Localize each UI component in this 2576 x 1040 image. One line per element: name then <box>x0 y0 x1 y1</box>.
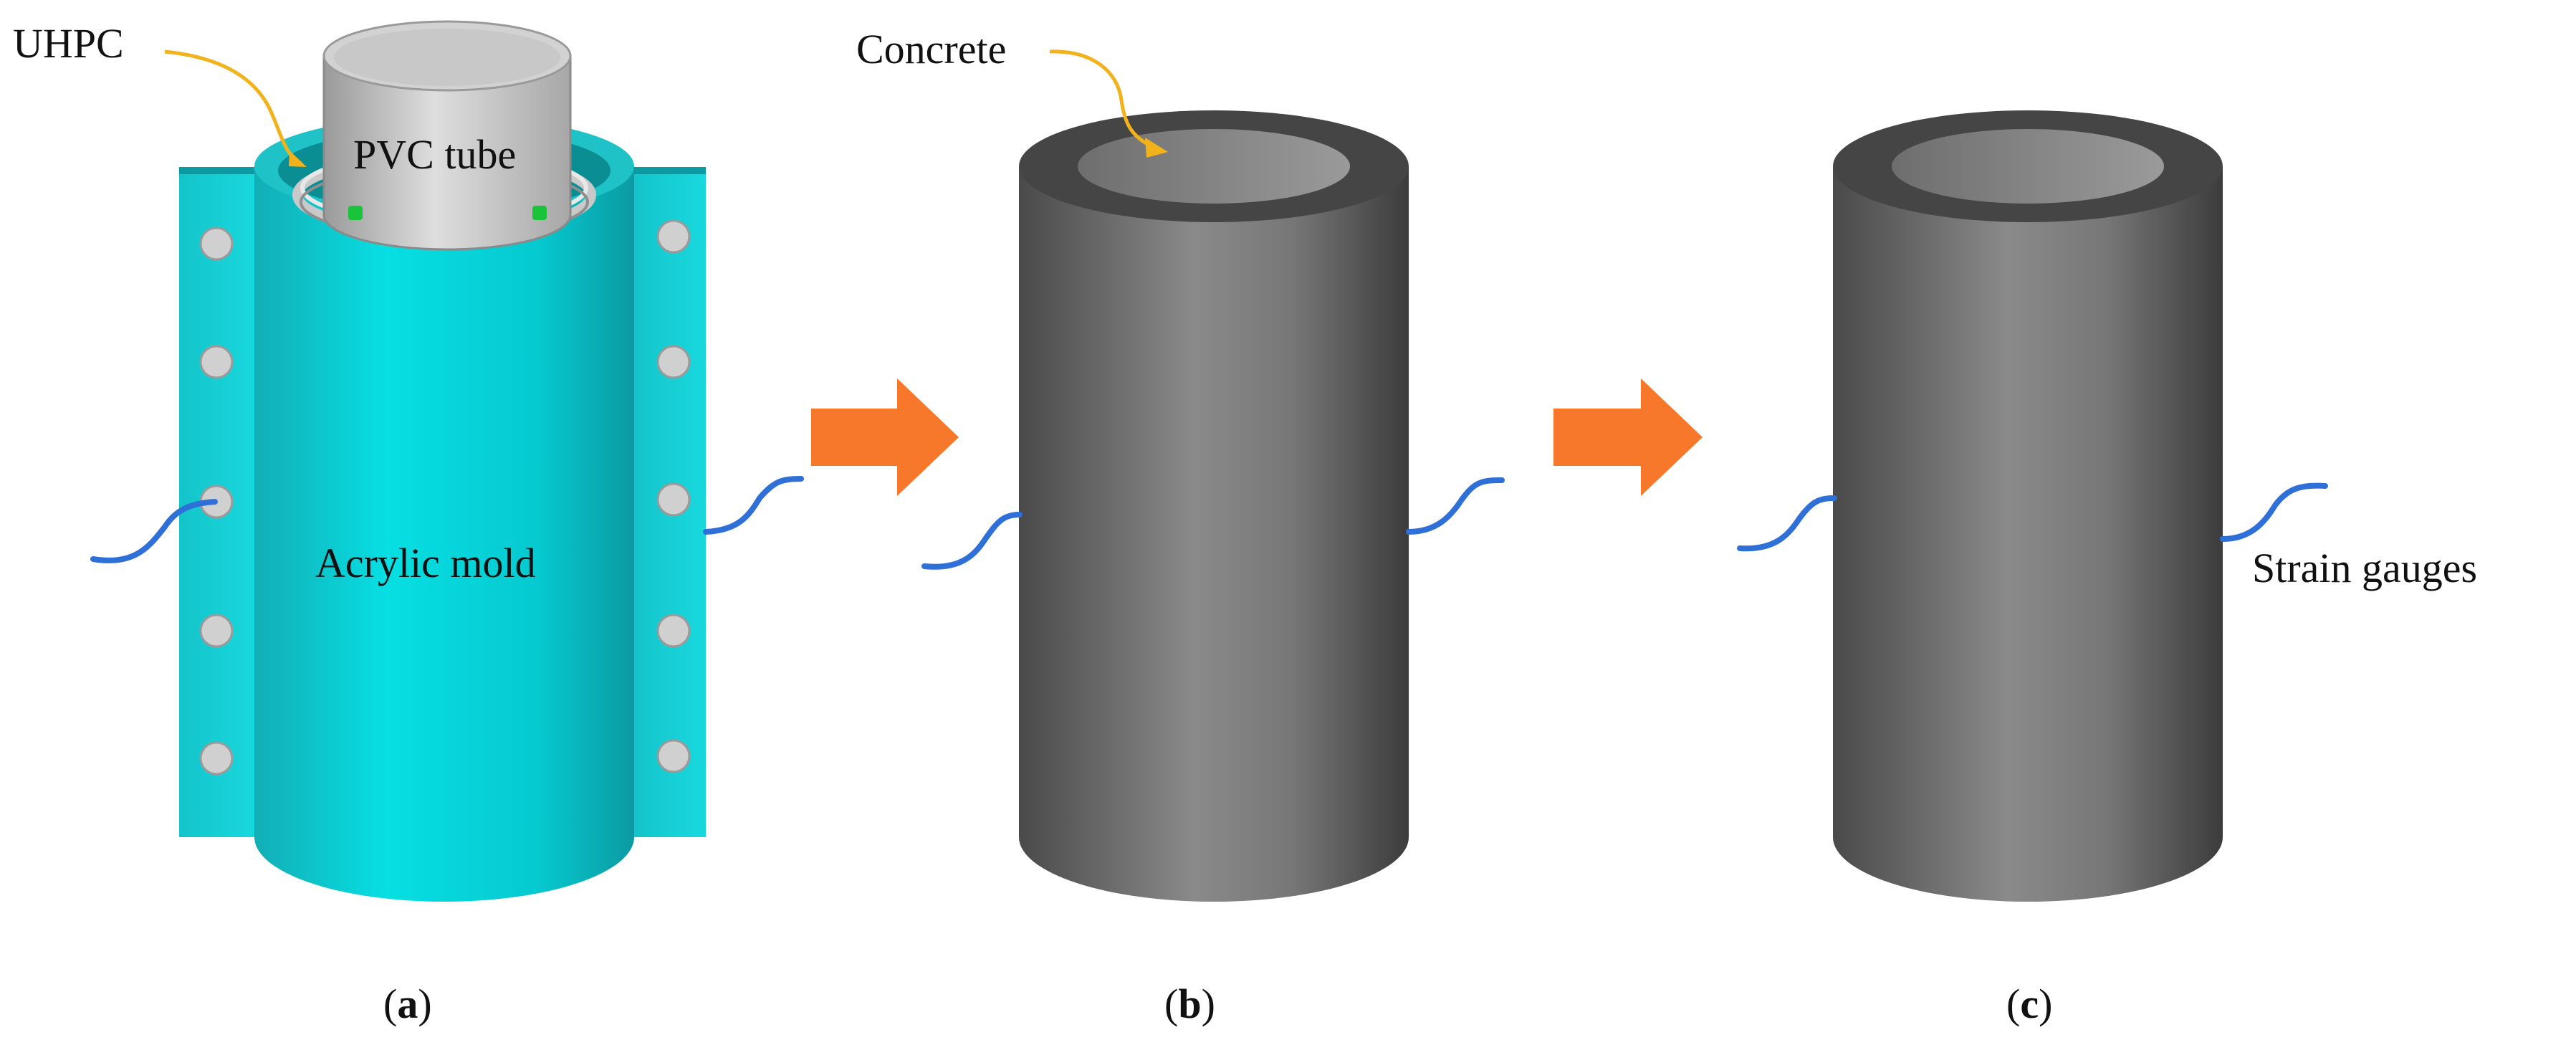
bolt-hole <box>656 739 691 773</box>
concrete-cylinder-b-body <box>1019 166 1409 902</box>
gauge-wire-left <box>90 499 218 563</box>
concrete-cylinder-b-hollow <box>1078 129 1350 204</box>
gauge-wire-c-right <box>2220 482 2328 542</box>
bolt-hole <box>656 345 691 379</box>
label-acrylic-mold: Acrylic mold <box>315 540 536 586</box>
caption-c-close: ) <box>2039 981 2052 1027</box>
uhpc-leader <box>164 49 302 166</box>
pvc-tube-top-inner <box>334 29 560 86</box>
process-arrow-1 <box>811 378 959 496</box>
bolt-hole <box>656 219 691 254</box>
bolt-hole <box>656 482 691 517</box>
caption-b-open: ( <box>1164 981 1178 1027</box>
label-pvc-tube: PVC tube <box>353 131 516 178</box>
caption-c: (c) <box>2006 981 2052 1027</box>
process-arrow-2 <box>1553 378 1703 496</box>
caption-a-close: ) <box>418 981 431 1027</box>
bolt-hole <box>199 345 234 379</box>
caption-a: (a) <box>383 981 432 1027</box>
concrete-leader-arrowhead <box>1145 138 1168 158</box>
caption-a-open: ( <box>383 981 397 1027</box>
acrylic-mold-body <box>254 166 634 902</box>
concrete-leader <box>1049 49 1154 149</box>
uhpc-leader-arrowhead <box>289 151 307 167</box>
caption-b-letter: b <box>1178 981 1201 1027</box>
panel-a: UHPC PVC tube Acrylic mold <box>13 20 804 902</box>
mold-left-flange-top <box>179 167 258 174</box>
panel-c: Strain gauges <box>1737 110 2477 902</box>
label-concrete: Concrete <box>856 26 1006 72</box>
caption-b: (b) <box>1164 981 1215 1027</box>
bolt-hole <box>199 614 234 648</box>
concrete-cylinder-c-body <box>1833 166 2223 902</box>
right-bolt-holes <box>656 219 691 773</box>
pvc-tube-body <box>322 54 572 251</box>
mold-right-flange-top <box>634 167 706 174</box>
caption-b-close: ) <box>1202 981 1215 1027</box>
label-uhpc: UHPC <box>13 20 124 67</box>
spacer-right <box>532 206 547 220</box>
spacer-left <box>348 206 363 220</box>
gauge-wire-b-left <box>921 512 1023 570</box>
bolt-hole <box>199 226 234 261</box>
gauge-wire-c-left <box>1737 495 1837 552</box>
gauge-wire-right <box>703 476 804 535</box>
bolt-hole <box>656 614 691 648</box>
panel-b: Concrete <box>856 26 1505 902</box>
caption-c-open: ( <box>2006 981 2020 1027</box>
bolt-hole <box>199 741 234 776</box>
gauge-wire-b-right <box>1406 477 1505 535</box>
concrete-cylinder-c-core <box>1892 129 2164 204</box>
caption-a-letter: a <box>397 981 418 1027</box>
label-strain-gauges: Strain gauges <box>2252 545 2477 591</box>
caption-c-letter: c <box>2020 981 2039 1027</box>
